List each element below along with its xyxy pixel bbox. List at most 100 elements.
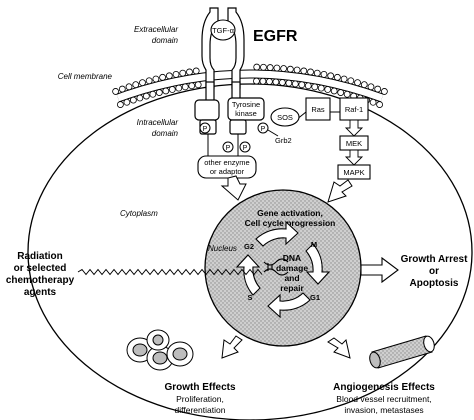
radiation-label-4: agents: [24, 287, 57, 298]
membrane-head: [266, 78, 273, 85]
membrane-head: [116, 101, 124, 108]
phosphate-4: P: [261, 126, 266, 133]
membrane-head: [192, 67, 200, 75]
cell-outline: [27, 83, 473, 420]
membrane-head: [145, 77, 153, 85]
tgf-alpha-ligand: [210, 19, 236, 41]
radiation-label-2: or selected: [14, 263, 67, 274]
membrane-head: [293, 66, 301, 74]
mapk-to-nucleus-arrow: [327, 179, 353, 203]
membrane-head: [307, 68, 314, 76]
membrane-head: [253, 63, 261, 71]
membrane-head: [159, 73, 166, 81]
enzyme-to-nucleus-arrow: [220, 175, 247, 201]
membrane-head: [313, 69, 321, 77]
membrane-head: [330, 87, 338, 95]
gene-activation-label-2: Cell cycle progression: [245, 218, 336, 228]
phase-g2: G2: [244, 242, 254, 251]
angiogenesis-arrow: [327, 337, 351, 359]
growth-effects-arrow: [221, 335, 243, 359]
membrane-head: [253, 77, 260, 85]
membrane-head: [136, 94, 144, 102]
phosphate-1: P: [203, 126, 208, 133]
dna-helix-icon: [263, 258, 289, 276]
membrane-head: [149, 90, 157, 98]
grb2-label: Grb2: [275, 136, 292, 145]
ras-box: [305, 97, 331, 121]
radiation-label: Radiation: [17, 251, 63, 262]
membrane-head: [380, 88, 388, 95]
other-enzyme-box: [197, 155, 257, 179]
membrane-head: [259, 77, 267, 85]
apoptosis-label: Apoptosis: [410, 278, 459, 289]
membrane-head: [125, 83, 133, 91]
membrane-head: [139, 79, 146, 87]
intracellular-label: Intracellular: [137, 118, 179, 127]
extracellular-label-2: domain: [152, 36, 179, 45]
membrane-head: [286, 65, 294, 73]
egfr-label: EGFR: [253, 28, 298, 45]
membrane-head: [354, 79, 361, 87]
membrane-head: [334, 73, 341, 81]
membrane-head: [320, 70, 328, 78]
membrane-head: [132, 81, 140, 89]
membrane-head: [340, 75, 348, 83]
gene-activation-label: Gene activation,: [257, 208, 323, 218]
membrane-head: [112, 88, 120, 95]
membrane-head: [324, 86, 332, 93]
growth-effects-desc-2: differentiation: [175, 405, 226, 415]
cell-membrane-label: Cell membrane: [58, 72, 113, 81]
tgf-alpha-label: TGF-α: [212, 26, 234, 35]
membrane-head: [188, 82, 196, 90]
phosphate-2: P: [226, 145, 231, 152]
sos-label: SOS: [277, 113, 293, 122]
membrane-head: [152, 75, 160, 83]
membrane-head: [155, 89, 163, 96]
membrane-head: [327, 72, 335, 80]
angiogenesis-desc: Blood vessel recruitment,: [336, 394, 431, 404]
membrane-head: [374, 85, 382, 93]
mek-to-mapk-arrow: [344, 149, 364, 166]
radiation-wave: [77, 268, 263, 276]
radiation-label-3: chemotherapy: [6, 275, 75, 286]
membrane-head: [162, 87, 170, 95]
mapk-box: [337, 164, 371, 180]
phase-m: M: [311, 240, 317, 249]
membrane-head: [298, 81, 306, 89]
growth-arrest-or: or: [429, 266, 439, 277]
phosphate-3: P: [243, 145, 248, 152]
membrane-head: [165, 72, 173, 80]
membrane-head: [311, 83, 319, 91]
membrane-head: [142, 92, 150, 100]
membrane-head: [168, 86, 176, 93]
membrane-head: [343, 90, 351, 98]
membrane-head: [304, 82, 312, 90]
membrane-head: [273, 64, 281, 72]
dna-label: DNA: [283, 253, 301, 263]
other-enzyme-label-2: or adaptor: [210, 167, 245, 176]
membrane-head: [285, 79, 293, 87]
angiogenesis-title: Angiogenesis Effects: [333, 382, 435, 393]
nucleus-label: Nucleus: [208, 244, 237, 253]
membrane-head: [369, 98, 377, 106]
sos-shape: [270, 107, 300, 127]
intracellular-label-2: domain: [152, 129, 179, 138]
membrane-head: [291, 80, 299, 88]
membrane-head: [172, 70, 180, 78]
raf1-label: Raf-1: [345, 105, 363, 114]
membrane-head: [118, 85, 126, 93]
membrane-head: [360, 81, 368, 89]
cell-membrane-bilayer: [112, 63, 388, 108]
membrane-head: [181, 83, 189, 91]
growth-arrest-arrow: [360, 256, 399, 284]
membrane-head: [317, 84, 325, 92]
mapk-label: MAPK: [343, 168, 364, 177]
tyrosine-kinase-label-2: kinase: [235, 109, 257, 118]
membrane-head: [186, 68, 193, 76]
phase-g1: G1: [310, 293, 320, 302]
membrane-head: [278, 79, 286, 86]
angiogenesis-desc-2: invasion, metastases: [344, 405, 423, 415]
membrane-head: [347, 77, 355, 85]
dna-damage-label: damage: [276, 263, 308, 273]
